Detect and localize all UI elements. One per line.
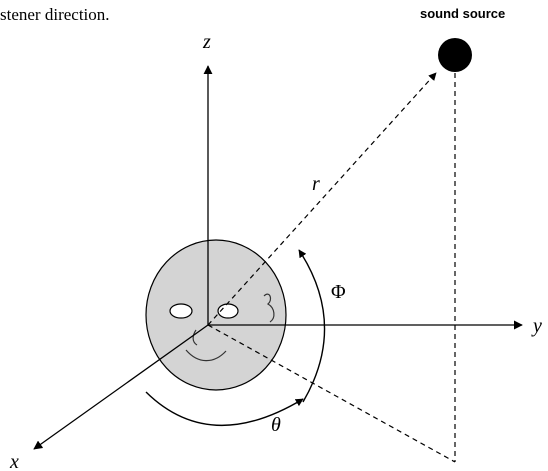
nose — [192, 329, 198, 346]
y-axis-label: y — [531, 315, 542, 337]
sound-source-label: sound source — [420, 6, 505, 21]
horizontal-projection-line — [207, 324, 456, 463]
projection-lines — [207, 72, 456, 463]
caption-fragment: stener direction. — [0, 5, 110, 24]
azimuth-arc — [145, 391, 304, 426]
x-axis-label: x — [9, 451, 19, 471]
ear — [263, 293, 275, 323]
z-axis-label: z — [202, 31, 211, 53]
phi-label: Φ — [331, 281, 346, 303]
theta-label: θ — [271, 414, 281, 436]
elevation-arc — [298, 249, 326, 403]
mouth — [185, 349, 227, 362]
r-label: r — [312, 173, 320, 195]
axes — [33, 65, 523, 450]
right-eye — [217, 303, 239, 319]
x-axis — [33, 324, 209, 450]
left-eye — [169, 303, 193, 319]
r-vector — [207, 72, 437, 326]
sound-source-dot — [438, 38, 472, 72]
